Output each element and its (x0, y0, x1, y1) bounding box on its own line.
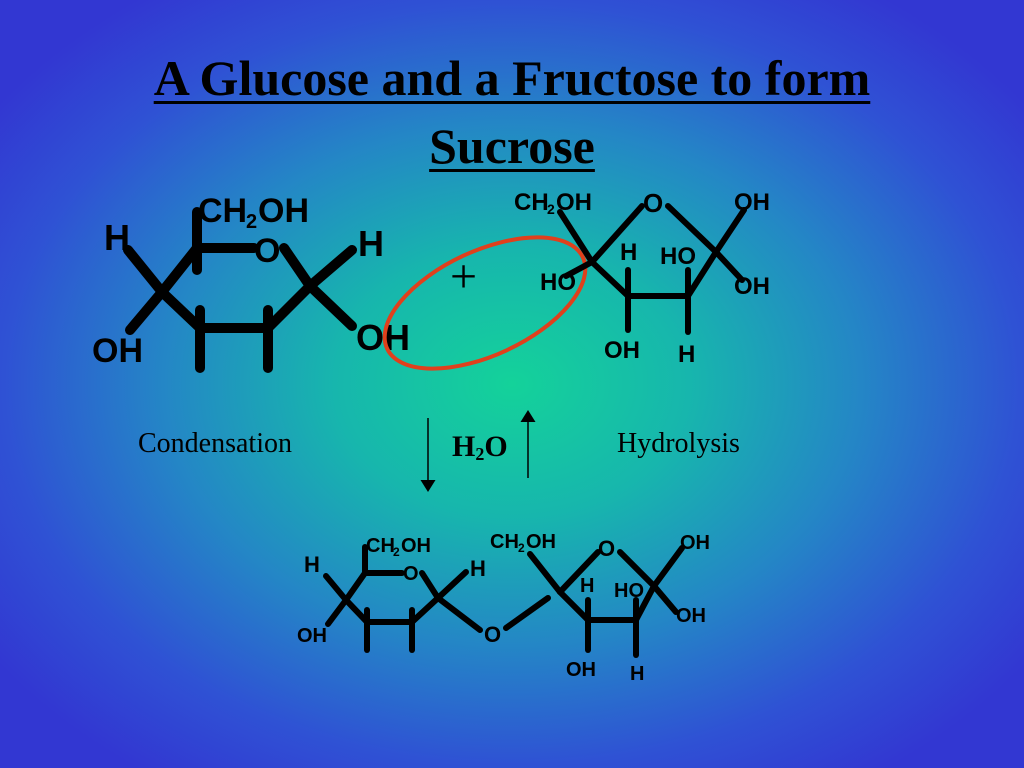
sucrose-fructose-unit (527, 545, 685, 658)
glucose-ch2oh-sub: 2 (246, 211, 257, 233)
glucose-molecule (123, 207, 357, 373)
sucrose-fructose-ch2oh-c: CH (490, 531, 519, 553)
fructose-oh-bottom: OH (604, 337, 640, 364)
condensation-label: Condensation (138, 428, 292, 459)
fructose-labels: CH 2 OH O OH H HO HO OH OH H (514, 188, 770, 368)
glucose-labels: CH 2 OH O H OH H OH (92, 192, 410, 370)
glucose-h-right: H (358, 223, 384, 264)
sucrose-glucose-ch2oh-c: CH (366, 535, 395, 557)
glucose-ring-oxygen: O (254, 232, 280, 270)
sucrose-fructose-h-bottom: H (630, 663, 644, 685)
water-subscript: 2 (475, 444, 485, 464)
sucrose-fructose-ring-oxygen: O (598, 536, 615, 561)
fructose-ch2oh-sub: 2 (547, 201, 555, 217)
fructose-oh-top-right: OH (734, 189, 770, 216)
fructose-ho-ring: HO (660, 243, 696, 270)
slide-title-line-2: Sucrose (429, 118, 595, 174)
hydrolysis-label: Hydrolysis (617, 428, 740, 459)
slide-title-line-1: A Glucose and a Fructose to form (153, 50, 871, 106)
sucrose-glucose-ring-oxygen: O (403, 563, 419, 585)
sucrose-glucose-h-left: H (304, 552, 320, 577)
glucose-h-left: H (104, 217, 130, 258)
sucrose-fructose-labels: CH 2 OH O OH H HO OH OH H (490, 531, 710, 685)
sucrose-fructose-h-upper: H (580, 575, 594, 597)
sucrose-fructose-ho-ring: HO (614, 580, 644, 602)
fructose-ho-left: HO (540, 269, 576, 296)
sucrose-glucose-unit (323, 544, 551, 653)
fructose-oh-right: OH (734, 273, 770, 300)
sucrose-glucose-oh-left: OH (297, 625, 327, 647)
sucrose-glucose-ch2oh-oh: OH (401, 535, 431, 557)
sucrose-fructose-ch2oh-oh: OH (526, 531, 556, 553)
fructose-h-upper: H (620, 239, 637, 266)
water-formula: H2O (452, 430, 508, 465)
sucrose-glucose-labels: CH 2 OH O H OH H O (297, 535, 501, 647)
sucrose-fructose-oh-right: OH (676, 605, 706, 627)
fructose-ring-oxygen: O (643, 188, 663, 218)
slide-title: A Glucose and a Fructose to form Sucrose (0, 44, 1024, 180)
sucrose-fructose-ch2oh-sub: 2 (518, 541, 525, 555)
plus-sign: + (450, 250, 477, 303)
glycosidic-oxygen: O (484, 622, 501, 647)
fructose-ch2oh-c: CH (514, 189, 549, 216)
sucrose-fructose-oh-bottom: OH (566, 659, 596, 681)
sucrose-glucose-h-right: H (470, 556, 486, 581)
sucrose-fructose-oh-top-right: OH (680, 532, 710, 554)
fructose-h-bottom: H (678, 341, 695, 368)
fructose-ch2oh-oh: OH (556, 189, 592, 216)
fructose-molecule (557, 203, 747, 335)
water-h: H (452, 430, 476, 463)
sucrose-glucose-ch2oh-sub: 2 (393, 545, 400, 559)
glucose-ch2oh-oh: OH (258, 192, 309, 230)
water-o: O (484, 430, 508, 463)
glucose-oh-left: OH (92, 332, 143, 370)
condensation-highlight-ellipse (382, 235, 588, 371)
glucose-ch2oh-c: CH (198, 192, 247, 230)
